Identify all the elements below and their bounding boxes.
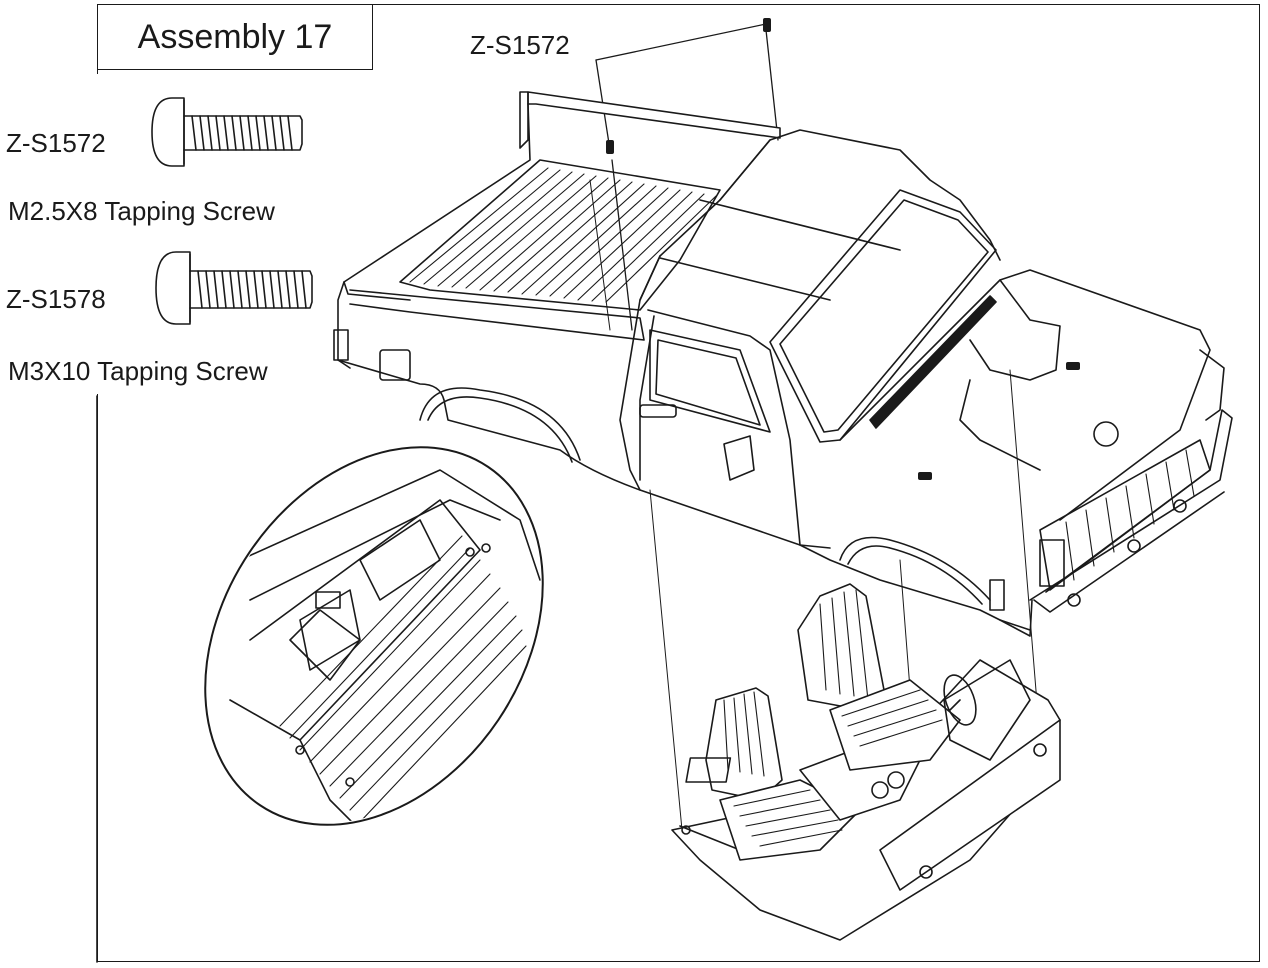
callout-part-label: Z-S1572 xyxy=(470,30,570,60)
screw-2-icon xyxy=(155,251,313,325)
detail-bed-ribs xyxy=(279,535,527,823)
assembly-title: Assembly 17 xyxy=(97,4,373,70)
part-1-number: Z-S1572 xyxy=(6,128,106,158)
bed-floor-ribs xyxy=(409,167,717,303)
part-1-description: M2.5X8 Tapping Screw xyxy=(8,196,275,226)
part-2-number: Z-S1578 xyxy=(6,284,106,314)
seat-assembly xyxy=(671,583,1061,941)
grille-bars xyxy=(1065,449,1195,581)
assembly-title-text: Assembly 17 xyxy=(137,17,333,56)
callout-leader xyxy=(595,23,779,331)
callout-screw-icon xyxy=(606,18,1080,480)
truck-body xyxy=(333,91,1233,637)
part-2-description: M3X10 Tapping Screw xyxy=(8,356,268,386)
screw-1-icon xyxy=(151,97,303,167)
guide-lines xyxy=(589,179,1041,871)
detail-view xyxy=(204,446,544,831)
